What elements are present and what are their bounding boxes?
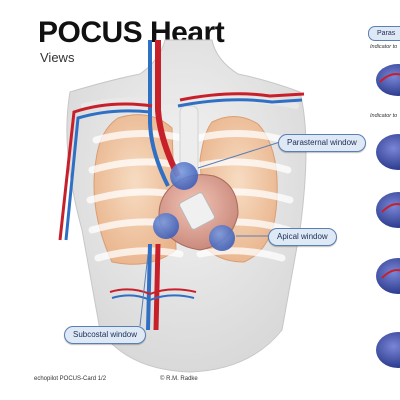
indicator-note-2: Indicator to	[370, 113, 398, 119]
apical-window-marker	[209, 225, 235, 251]
view-thumbnails	[376, 64, 400, 368]
subcostal-window-marker	[153, 213, 179, 239]
page-subtitle: Views	[40, 50, 75, 65]
parasternal-window-marker	[170, 162, 198, 190]
inferior-vena-cava	[146, 243, 152, 331]
subcostal-window-label: Subcostal window	[64, 326, 147, 344]
apical-window-label: Apical window	[268, 228, 337, 246]
renal-veins	[111, 294, 195, 302]
footer-copyright: © R.M. Radke	[160, 376, 198, 382]
parasternal-pointer	[197, 141, 281, 169]
renal-vessels	[109, 288, 197, 296]
vena-cava	[148, 40, 170, 187]
right-subclavian-vessel	[58, 102, 153, 241]
parasternal-probe	[179, 192, 215, 230]
subcostal-pointer	[139, 253, 149, 327]
parasternal-window-label: Parasternal window	[278, 134, 366, 152]
indicator-note-1: Indicator to	[370, 44, 398, 50]
right-subclavian-vein	[64, 109, 151, 241]
clavicle-left	[81, 96, 181, 109]
footer-card-id: echopilot POCUS-Card 1/2	[34, 376, 107, 382]
parasternal-views-tab: Paras	[368, 26, 400, 41]
descending-aorta	[153, 243, 161, 331]
left-subclavian-vein	[177, 98, 303, 108]
left-subclavian-vessel	[179, 92, 305, 102]
